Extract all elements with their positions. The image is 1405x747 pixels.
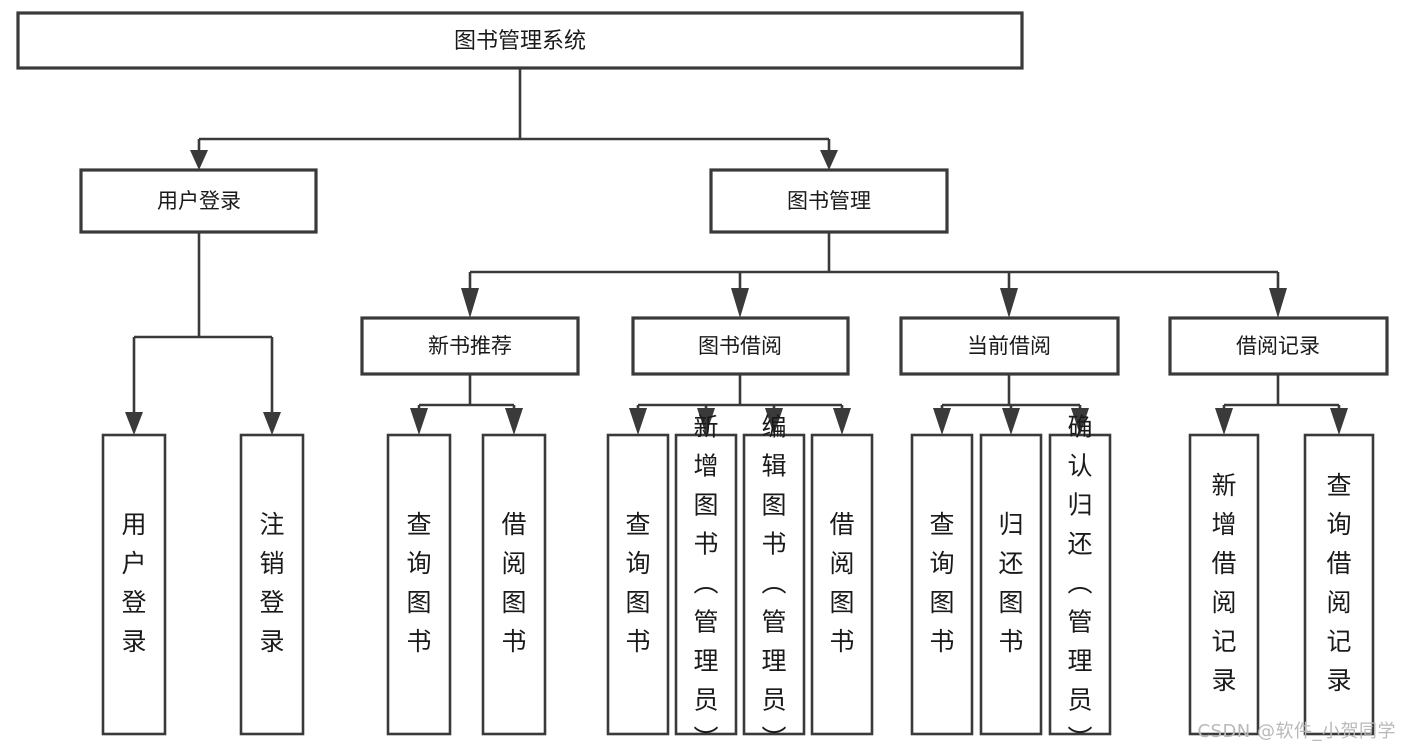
leaf-node[interactable]: 归还图书 [979,433,1043,736]
node-borrow-records-box [1168,316,1389,376]
node-book-management-box [709,168,949,234]
node-book-borrow[interactable]: 图书借阅 [631,316,850,376]
leaf-node[interactable]: 注销登录 [239,433,305,736]
leaf-node-label: 新增借阅记录 [1211,471,1236,695]
leaf-node-label: 新增图书︵管理员︶ [693,413,718,747]
leaf-node-box [101,433,167,736]
node-root-box [16,11,1024,70]
leaf-node[interactable]: 借阅图书 [481,433,547,736]
leaf-node[interactable]: 新增借阅记录 [1188,433,1260,736]
leaf-node-label: 归还图书 [998,510,1023,656]
node-user-login-label: 用户登录 [157,189,241,213]
arrow-borrow-leaf-3 [765,408,783,435]
node-borrow-records[interactable]: 借阅记录 [1168,316,1389,376]
arrow-user-login-leaf-1 [125,412,143,435]
leaf-node-box [674,433,738,736]
node-new-book-recommend[interactable]: 新书推荐 [360,316,580,376]
arrow-root-to-user-login [190,150,208,170]
leaf-node-box [1303,433,1375,736]
leaf-node[interactable]: 新增图书︵管理员︶ [674,413,738,747]
leaf-node-box [910,433,974,736]
leaf-node-label: 编辑图书︵管理员︶ [761,413,786,747]
node-user-login-box [79,168,318,234]
leaf-node[interactable]: 借阅图书 [810,433,874,736]
leaf-node-label: 查询图书 [406,510,431,656]
leaf-node-box [1188,433,1260,736]
leaf-node-box [742,433,806,736]
node-current-borrow-box [899,316,1120,376]
arrow-borrow-leaf-2 [697,408,715,435]
arrow-new-books-leaf-1 [410,408,428,435]
leaf-node-label: 用户登录 [121,510,146,656]
leaf-node-box [481,433,547,736]
arrow-borrow-leaf-1 [629,408,647,435]
node-user-login[interactable]: 用户登录 [79,168,318,234]
leaf-node-box [810,433,874,736]
arrow-borrow-leaf-4 [833,408,851,435]
leaf-node[interactable]: 确认归还︵管理员︶ [1048,413,1112,747]
node-root-label: 图书管理系统 [454,29,586,54]
node-current-borrow-label: 当前借阅 [967,334,1051,358]
arrow-records-leaf-2 [1330,408,1348,435]
leaf-node-label: 借阅图书 [829,510,854,656]
leaf-node[interactable]: 编辑图书︵管理员︶ [742,413,806,747]
arrow-book-mgmt-to-new-books [461,288,479,318]
arrow-current-leaf-1 [933,408,951,435]
leaf-node[interactable]: 查询图书 [910,433,974,736]
leaf-node[interactable]: 用户登录 [101,433,167,736]
leaf-node-box [606,433,670,736]
leaf-node[interactable]: 查询图书 [386,433,452,736]
arrow-root-to-book-mgmt [820,150,838,170]
arrow-user-login-leaf-2 [263,412,281,435]
leaf-node-label: 确认归还︵管理员︶ [1067,413,1092,747]
csdn-watermark: CSDN @软件_小贺同学 [1197,721,1396,742]
node-new-book-recommend-box [360,316,580,376]
arrow-new-books-leaf-2 [505,408,523,435]
arrow-records-leaf-1 [1215,408,1233,435]
node-book-borrow-label: 图书借阅 [698,334,782,358]
node-new-book-recommend-label: 新书推荐 [428,334,512,358]
leaf-node-box [386,433,452,736]
arrow-book-mgmt-to-current [1000,288,1018,318]
leaf-node-label: 查询图书 [625,510,650,656]
leaf-node-box [239,433,305,736]
arrow-current-leaf-2 [1002,408,1020,435]
node-root-system[interactable]: 图书管理系统 [16,11,1024,70]
node-book-borrow-box [631,316,850,376]
leaf-node-label: 注销登录 [259,510,284,656]
arrow-book-mgmt-to-borrow [731,288,749,318]
connector-layer [125,68,1348,435]
leaf-node-label: 借阅图书 [501,510,526,656]
arrow-book-mgmt-to-records [1269,288,1287,318]
leaf-node-label: 查询图书 [929,510,954,656]
node-current-borrow[interactable]: 当前借阅 [899,316,1120,376]
leaf-node-layer: 用户登录 注销登录 查询图书 借阅图书 查询图书 新增图书︵管理员︶ 编辑图书︵管理员︶ 借阅… [101,413,1375,747]
leaf-node-box [979,433,1043,736]
node-borrow-records-label: 借阅记录 [1236,334,1320,358]
leaf-node-label: 查询借阅记录 [1326,471,1351,695]
leaf-node-box [1048,433,1112,736]
arrow-current-leaf-3 [1071,408,1089,435]
leaf-node[interactable]: 查询图书 [606,433,670,736]
leaf-node[interactable]: 查询借阅记录 [1303,433,1375,736]
node-book-management-label: 图书管理 [787,189,871,213]
node-book-management[interactable]: 图书管理 [709,168,949,234]
